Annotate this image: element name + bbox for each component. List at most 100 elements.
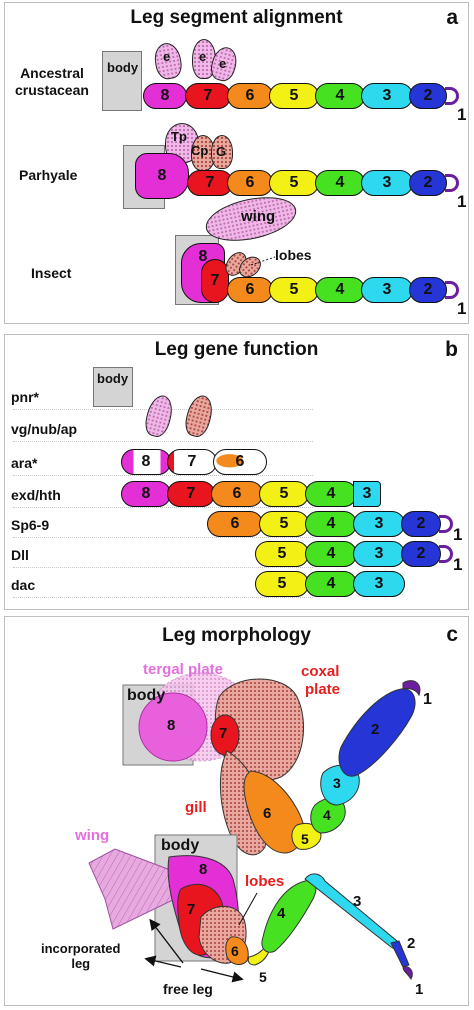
seg-2: 2 (401, 511, 441, 537)
incorporated-leg-label: incorporated leg (41, 941, 121, 971)
insect-leg-drawing (88, 834, 413, 983)
panel-b-title: Leg gene function (154, 339, 319, 360)
seg-5-label: 5 (259, 969, 267, 985)
gene-label-exd-hth: exd/hth (11, 487, 61, 503)
panel-b-letter: b (445, 338, 458, 361)
seg-8: 8 (135, 153, 189, 199)
seg-5: 5 (255, 571, 309, 597)
seg-2: 2 (409, 277, 447, 303)
arrow-incorporated (149, 918, 184, 964)
seg-7: 7 (167, 481, 215, 507)
arrow-lobes (238, 892, 258, 926)
seg-3-shape (304, 873, 400, 950)
seg-1: 1 (453, 525, 463, 544)
seg-2-shape (390, 940, 410, 968)
seg-1-label: 1 (423, 691, 432, 708)
claw-seg-1 (445, 87, 459, 105)
seg-7-white: 7 (167, 449, 217, 475)
gene-label-vg-nub-ap: vg/nub/ap (11, 421, 78, 437)
seg-3: 3 (361, 83, 413, 109)
seg-4-label: 4 (277, 905, 286, 922)
row-separator (13, 537, 313, 538)
seg-7-label: 7 (219, 725, 228, 742)
seg-1: 1 (457, 192, 467, 211)
seg-4: 4 (315, 83, 365, 109)
seg-3: 3 (353, 541, 405, 567)
seg-4: 4 (315, 170, 365, 196)
seg-6: 6 (211, 481, 263, 507)
gene-label-dll: Dll (11, 547, 29, 563)
seg-1: 1 (453, 555, 463, 574)
seg-6-white: 6 (213, 449, 267, 475)
panel-a-letter: a (446, 6, 458, 29)
seg-1-label: 1 (415, 981, 424, 998)
row-label-parhyale: Parhyale (19, 167, 78, 183)
row-separator (13, 475, 313, 476)
lobe-e2-label: e (199, 49, 207, 64)
seg-6-label: 6 (263, 805, 272, 822)
vg-lobe-red (181, 392, 217, 440)
claw-seg-1 (439, 545, 453, 563)
row-label-insect: Insect (31, 265, 72, 281)
seg-5: 5 (269, 83, 319, 109)
seg-6: 6 (207, 511, 263, 537)
lobes-label: lobes (245, 873, 285, 890)
seg-8: 8 (143, 83, 187, 109)
seg-5-shape (247, 937, 271, 966)
tergal-plate-label: tergal plate (143, 661, 224, 678)
seg-4: 4 (305, 511, 357, 537)
lobes-leader-line (250, 256, 276, 266)
gene-label-dac: dac (11, 577, 36, 593)
seg-5: 5 (269, 277, 319, 303)
lobe-cp-label: Cp (191, 143, 209, 158)
vg-lobe-pink (141, 392, 177, 440)
claw-seg-1 (445, 174, 459, 192)
seg-2: 2 (409, 170, 447, 196)
gene-label-sp6-9: Sp6-9 (11, 517, 50, 533)
seg-6: 6 (227, 277, 273, 303)
row-label-ancestral: Ancestral crustacean (15, 65, 89, 98)
panel-leg-morphology: Leg morphology c (4, 616, 469, 1006)
row-separator (13, 597, 313, 598)
morphology-drawing (88, 672, 421, 983)
seg-2: 2 (409, 83, 447, 109)
seg-6: 6 (227, 83, 273, 109)
gene-label-ara: ara* (11, 455, 38, 471)
seg-3: 3 (361, 170, 413, 196)
seg-3: 3 (353, 511, 405, 537)
claw-shape (402, 680, 421, 697)
seg-7: 7 (185, 83, 231, 109)
seg-8-label: 8 (167, 717, 176, 734)
seg-3-label: 3 (333, 775, 341, 791)
panel-c-title: Leg morphology (162, 625, 311, 646)
parhyale-leg-drawing (122, 672, 421, 856)
gene-label-pnr: pnr* (11, 389, 39, 405)
seg-2: 2 (401, 541, 441, 567)
lobe-e1-label: e (163, 49, 171, 64)
lobe-g (211, 135, 233, 169)
seg-8: 8 (121, 481, 171, 507)
lobe-g-label: G (216, 144, 227, 159)
seg-5: 5 (259, 481, 309, 507)
body-box (93, 367, 133, 407)
seg-1: 1 (457, 105, 467, 124)
row-separator (13, 507, 313, 508)
body-box (102, 51, 142, 111)
coxal-plate-label-2: plate (305, 681, 341, 698)
gill-label: gill (185, 799, 207, 816)
lobe-e3-label: e (219, 56, 227, 71)
coxal-plate-label-1: coxal (301, 663, 340, 680)
wing-label: wing (241, 208, 276, 225)
claw-seg-1 (445, 281, 459, 299)
seg-4: 4 (305, 481, 357, 507)
seg-6-shape (243, 770, 305, 854)
seg-8-label: 8 (199, 861, 208, 878)
seg-5: 5 (269, 170, 319, 196)
lobe-tp-label: Tp (171, 129, 187, 144)
arrow-free-leg-1 (144, 955, 182, 968)
lobes-label: lobes (275, 247, 312, 263)
seg-1: 1 (457, 299, 467, 318)
body-label-lower: body (161, 837, 200, 854)
seg-7-label: 7 (187, 901, 196, 918)
row-separator (13, 441, 313, 442)
